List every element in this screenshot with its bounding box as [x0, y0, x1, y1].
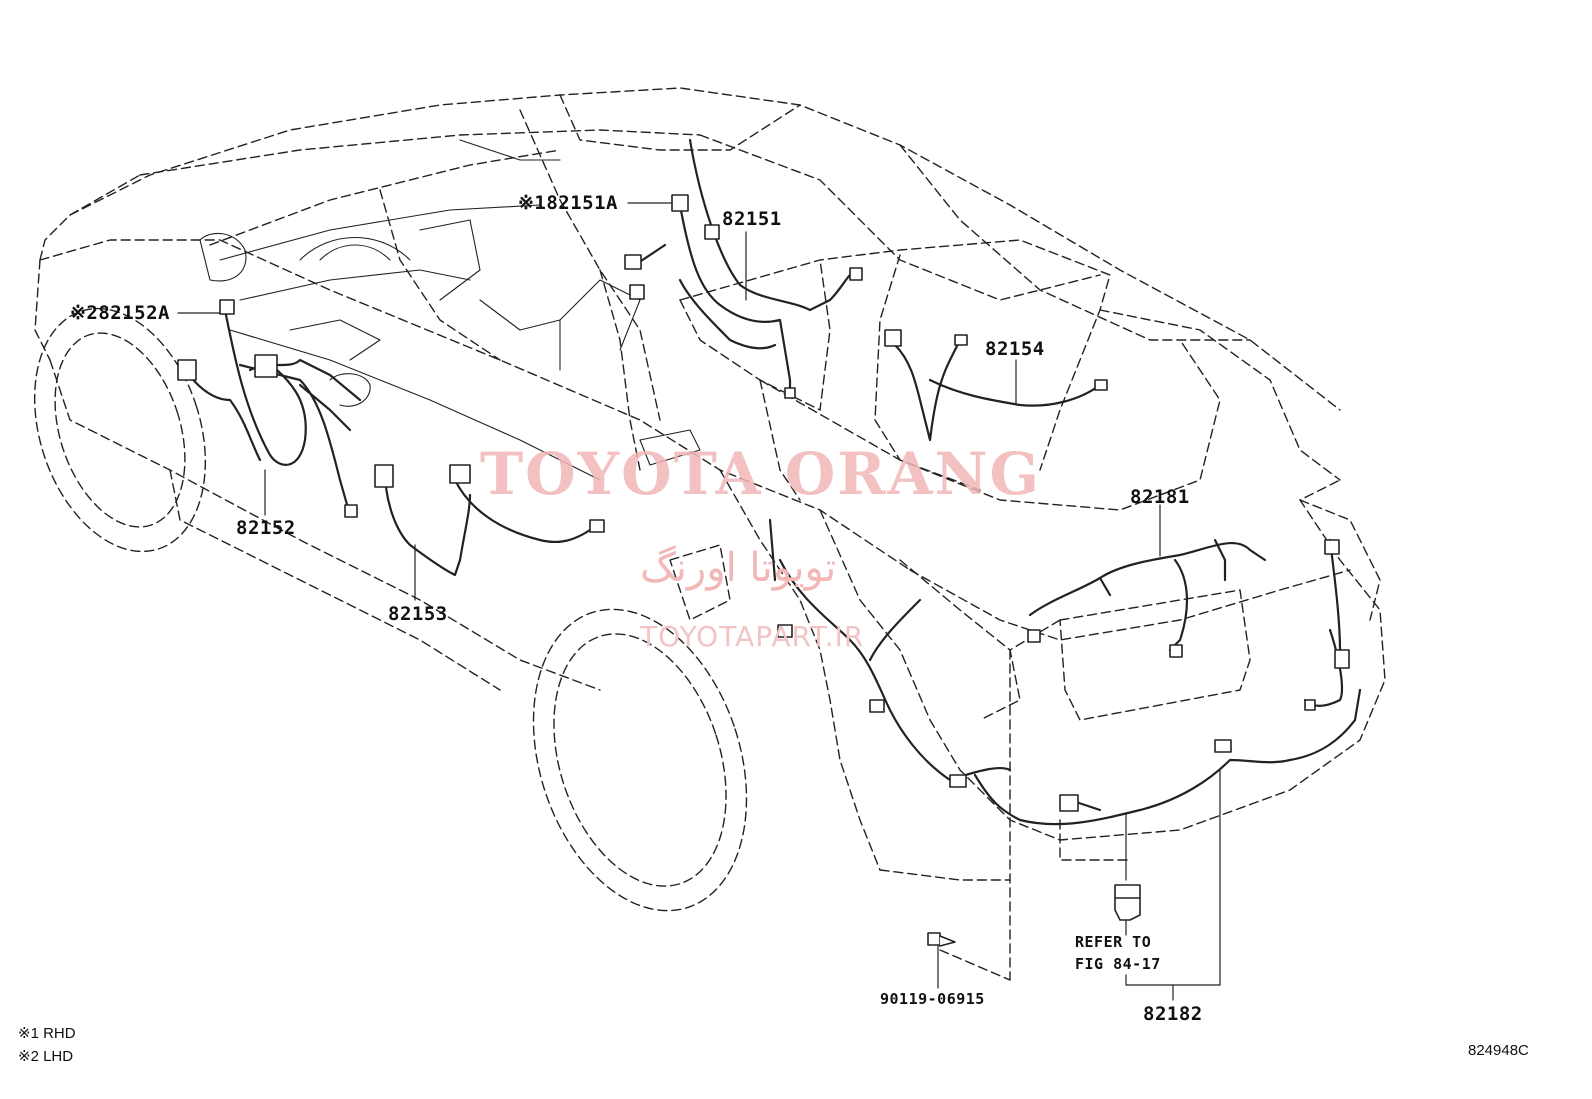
part-label-82153[interactable]: 82153 — [388, 603, 448, 625]
interior-details — [199, 139, 701, 481]
bolt-part — [927, 932, 956, 947]
note-lhd: ※2 LHD — [18, 1048, 74, 1065]
watermark-persian: تویوتا اورنگ — [640, 545, 837, 591]
refer-note-line2: FIG 84-17 — [1075, 955, 1161, 973]
part-label-82151A[interactable]: ※182151A — [518, 192, 618, 214]
harness-connectors — [177, 194, 1350, 812]
part-label-82154[interactable]: 82154 — [985, 338, 1045, 360]
watermark-main: TOYOTA ORANG — [480, 440, 1042, 508]
figure-code: 824948C — [1468, 1042, 1529, 1059]
clip-part — [1114, 884, 1141, 921]
part-label-90119-06915[interactable]: 90119-06915 — [880, 990, 985, 1008]
part-label-82152A[interactable]: ※282152A — [70, 302, 170, 324]
refer-note-line1: REFER TO — [1075, 933, 1152, 951]
car-body-outline — [33, 87, 1386, 981]
part-label-82152[interactable]: 82152 — [236, 517, 296, 539]
part-label-82151[interactable]: 82151 — [722, 208, 782, 230]
part-label-82181[interactable]: 82181 — [1130, 486, 1190, 508]
watermark-url: TOYOTAPART.IR — [640, 620, 865, 653]
leader-lines — [177, 202, 1221, 1001]
part-label-82182[interactable]: 82182 — [1143, 1003, 1203, 1025]
note-rhd: ※1 RHD — [18, 1025, 76, 1042]
